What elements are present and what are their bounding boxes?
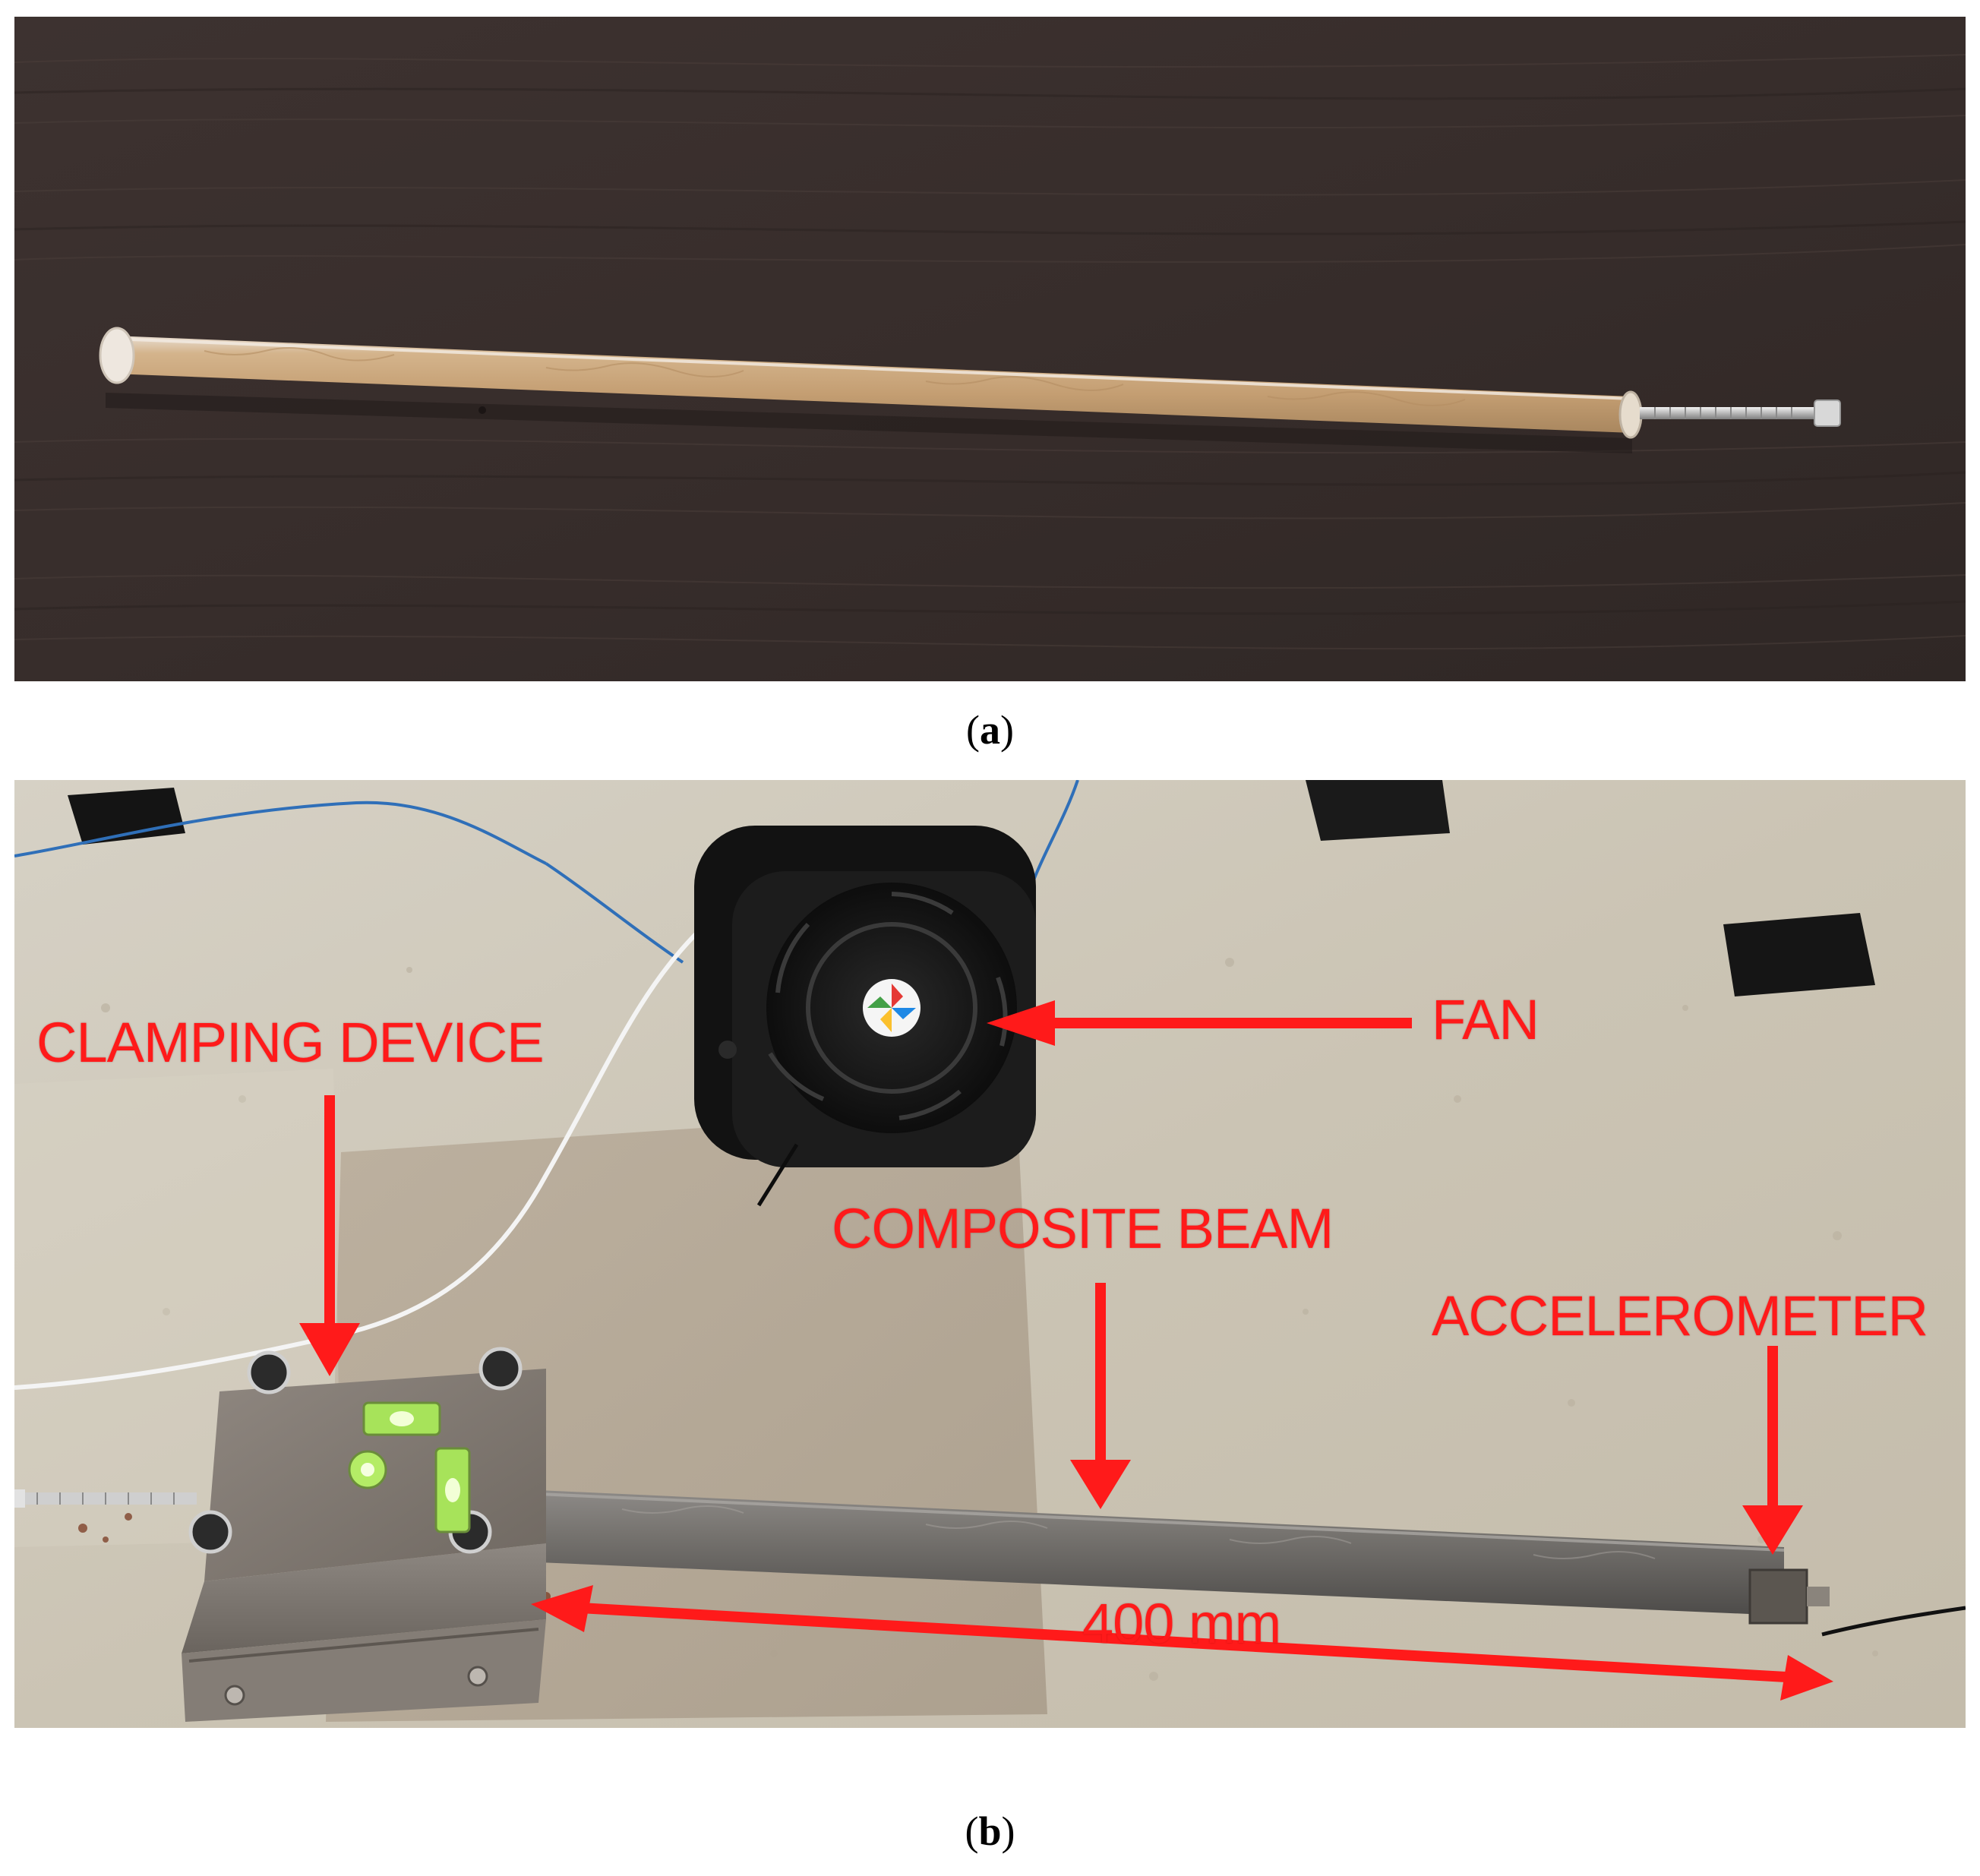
photo-panel-a bbox=[14, 17, 1966, 681]
beam-photo-a bbox=[14, 17, 1966, 681]
caption-a-letter: a bbox=[980, 707, 1000, 753]
setup-photo-b bbox=[14, 780, 1966, 1728]
label-clamping-device: CLAMPING DEVICE bbox=[36, 1011, 545, 1074]
clamping-device-photo bbox=[182, 1347, 546, 1722]
fan-photo bbox=[694, 826, 1036, 1207]
label-length: 400 mm bbox=[1082, 1592, 1281, 1655]
label-composite-beam: COMPOSITE BEAM bbox=[832, 1197, 1334, 1260]
label-fan: FAN bbox=[1432, 988, 1539, 1051]
label-accelerometer: ACCELEROMETER bbox=[1432, 1284, 1928, 1347]
caption-b-letter: b bbox=[978, 1808, 1002, 1854]
photo-panel-b bbox=[14, 780, 1966, 1728]
caption-b: (b) bbox=[965, 1808, 1015, 1854]
caption-a: (a) bbox=[966, 707, 1014, 753]
